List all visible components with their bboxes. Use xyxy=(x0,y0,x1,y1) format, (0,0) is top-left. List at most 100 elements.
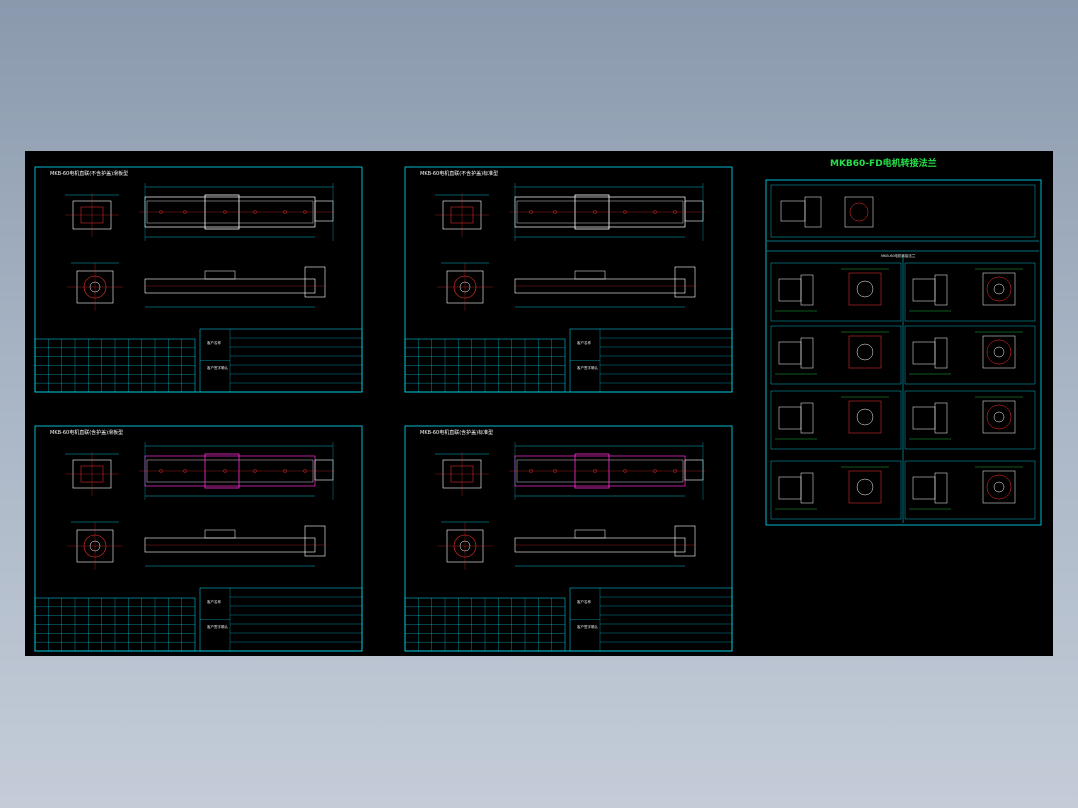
info-label-customer: 客户名称 xyxy=(207,340,221,345)
info-label-customer: 客户名称 xyxy=(207,599,221,604)
mount-hole xyxy=(253,469,257,473)
mount-hole xyxy=(303,210,307,214)
flange-cell xyxy=(904,460,1036,520)
mount-hole xyxy=(529,469,533,473)
sheet-title: MKB-60电机直联(不含护盖)滑板型 xyxy=(50,170,128,177)
mount-hole xyxy=(653,210,657,214)
side-view-carriage xyxy=(204,529,236,539)
mount-hole xyxy=(303,469,307,473)
mount-hole xyxy=(223,210,227,214)
flange-sheet-heading: MKB60-FD电机转接法兰 xyxy=(830,157,937,169)
flange-section-label: MKB-60电机转接法兰 xyxy=(881,253,916,258)
mount-hole xyxy=(183,210,187,214)
flange-cell-plate xyxy=(800,402,814,434)
mount-hole xyxy=(673,469,677,473)
flange-cell-bore xyxy=(856,408,874,426)
sheet-title: MKB-60电机直联(不含护盖)标准型 xyxy=(420,170,498,177)
flange-cell-motor xyxy=(778,406,802,430)
side-view-carriage xyxy=(574,270,606,280)
mount-hole xyxy=(593,469,597,473)
side-view-motor xyxy=(304,525,326,557)
info-label-confirm: 客户签字确认 xyxy=(577,365,598,370)
flange-cell-plate xyxy=(934,402,948,434)
flange-cell-motor xyxy=(778,278,802,302)
title-block xyxy=(34,328,363,393)
mount-hole xyxy=(283,469,287,473)
mount-hole xyxy=(653,469,657,473)
flange-cell-front xyxy=(982,272,1016,306)
flange-cell-plate xyxy=(800,274,814,306)
mount-hole xyxy=(283,210,287,214)
flange-cell xyxy=(770,325,902,385)
cad-drawing-canvas[interactable]: MKB-60电机直联(不含护盖)滑板型 客户名称 客户签字确认 MKB-60电机… xyxy=(25,151,1053,656)
flange-cell-bore xyxy=(856,478,874,496)
mount-hole xyxy=(553,210,557,214)
drawing-sheet-3: MKB-60电机直联(含护盖)滑板型 客户名称 客户签字确认 xyxy=(34,425,363,652)
flange-cell-bore xyxy=(856,343,874,361)
side-view-motor xyxy=(674,266,696,298)
drawing-sheet-4: MKB-60电机直联(含护盖)标准型 客户名称 客户签字确认 xyxy=(404,425,733,652)
flange-cell-bore xyxy=(856,280,874,298)
flange-cell xyxy=(904,325,1036,385)
flange-motor-side xyxy=(780,200,806,222)
side-view-carriage xyxy=(574,529,606,539)
side-view-carriage xyxy=(204,270,236,280)
flange-cell xyxy=(770,390,902,450)
mount-hole xyxy=(553,469,557,473)
mount-hole xyxy=(159,469,163,473)
flange-grid xyxy=(767,184,1039,523)
mount-hole xyxy=(183,469,187,473)
drawing-sheet-1: MKB-60电机直联(不含护盖)滑板型 客户名称 客户签字确认 xyxy=(34,166,363,393)
flange-cell-shaft xyxy=(993,481,1005,493)
flange-cell-front xyxy=(982,470,1016,504)
flange-cell-front xyxy=(848,470,882,504)
flange-cell-motor xyxy=(912,278,936,302)
flange-cell-motor xyxy=(912,476,936,500)
info-label-customer: 客户名称 xyxy=(577,599,591,604)
sheet-views xyxy=(435,442,705,570)
flange-cell-front xyxy=(982,335,1016,369)
flange-cell-shaft xyxy=(993,411,1005,423)
cad-drawing: MKB-60电机直联(不含护盖)滑板型 客户名称 客户签字确认 MKB-60电机… xyxy=(34,157,1042,652)
flange-cell-bore xyxy=(986,404,1012,430)
mount-hole xyxy=(159,210,163,214)
flange-cell-motor xyxy=(912,406,936,430)
sheet-border xyxy=(34,425,363,652)
flange-cell-bore xyxy=(986,276,1012,302)
info-label-confirm: 客户签字确认 xyxy=(577,624,598,629)
motor-end xyxy=(684,459,704,481)
mount-hole xyxy=(253,210,257,214)
info-label-customer: 客户名称 xyxy=(577,340,591,345)
sheet-title: MKB-60电机直联(含护盖)标准型 xyxy=(420,429,493,436)
flange-cell-plate xyxy=(800,337,814,369)
flange-sheet-border xyxy=(765,179,1042,526)
motor-end xyxy=(314,200,334,222)
flange-cell-front xyxy=(848,335,882,369)
side-view-motor xyxy=(674,525,696,557)
flange-cell-motor xyxy=(778,341,802,365)
flange-plate-side xyxy=(804,196,822,228)
sheet-border xyxy=(404,425,733,652)
mount-hole xyxy=(529,210,533,214)
sheet-title: MKB-60电机直联(含护盖)滑板型 xyxy=(50,429,123,436)
sheet-views xyxy=(435,183,705,311)
mount-hole xyxy=(623,469,627,473)
flange-front xyxy=(844,196,874,228)
flange-cell-shaft xyxy=(993,346,1005,358)
mount-hole xyxy=(623,210,627,214)
info-label-confirm: 客户签字确认 xyxy=(207,624,228,629)
flange-cell-plate xyxy=(934,472,948,504)
flange-cell-bore xyxy=(986,474,1012,500)
motor-end xyxy=(314,459,334,481)
mount-hole xyxy=(223,469,227,473)
title-block xyxy=(404,328,733,393)
flange-sheet: MKB60-FD电机转接法兰 MKB-60电机转接法兰 xyxy=(765,157,1042,526)
sheet-views xyxy=(65,442,335,570)
flange-cell xyxy=(904,262,1036,322)
sheet-border xyxy=(404,166,733,393)
flange-cell-front xyxy=(848,400,882,434)
flange-cell-plate xyxy=(934,337,948,369)
flange-cell xyxy=(770,262,902,322)
sheet-border xyxy=(34,166,363,393)
flange-cell-shaft xyxy=(993,283,1005,295)
